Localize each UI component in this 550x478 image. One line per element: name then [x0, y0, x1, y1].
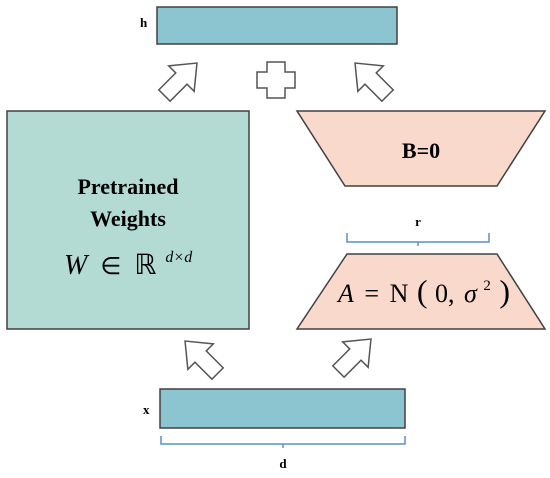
label-h: h	[140, 15, 148, 30]
label-b: B=0	[402, 138, 440, 163]
formula-a: A = N ( 0, σ 2 )	[336, 267, 510, 309]
label-r: r	[415, 214, 421, 229]
adapter-b-box	[295, 110, 547, 187]
arrow-b-to-h-icon	[354, 62, 395, 103]
adapter-a-box	[295, 253, 547, 330]
input-vector-x	[159, 388, 406, 429]
arrow-x-to-a-icon	[331, 338, 372, 379]
arrow-pretrained-to-h-icon	[157, 62, 198, 103]
label-x: x	[143, 402, 150, 417]
plus-icon	[256, 61, 296, 99]
pretrained-title-line1: Pretrained	[77, 174, 178, 199]
formula-w: W ∈ ℝ d×d	[64, 249, 193, 281]
arrow-x-to-pretrained-icon	[184, 340, 225, 381]
pretrained-weights-box	[6, 110, 250, 330]
label-d: d	[279, 456, 287, 471]
brace-r	[346, 233, 490, 246]
pretrained-title-line2: Weights	[90, 206, 166, 231]
brace-d	[160, 436, 406, 448]
output-vector-h	[156, 6, 398, 45]
